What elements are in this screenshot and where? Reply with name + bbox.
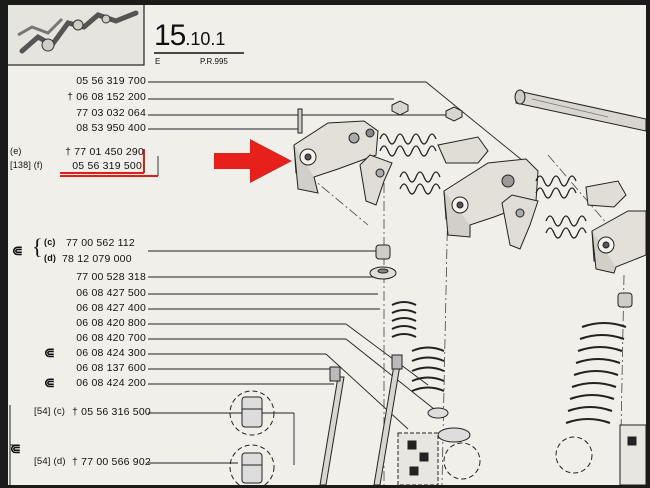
cam-chevron-icon: ⋐ bbox=[12, 243, 23, 258]
part-prefix: (c) bbox=[44, 237, 56, 247]
small-parts bbox=[297, 100, 463, 134]
leader-lines bbox=[60, 81, 529, 465]
cam-chevron-icon: ⋐ bbox=[10, 441, 21, 456]
part-number: 06 08 427 500 bbox=[76, 287, 146, 299]
cam-chevron-icon: ⋐ bbox=[44, 375, 55, 390]
rocker-pedestals bbox=[293, 120, 646, 274]
valve-stack bbox=[369, 244, 471, 443]
part-number: † 77 00 566 902 bbox=[72, 456, 151, 468]
part-number: 77 00 562 112 bbox=[66, 237, 135, 249]
red-arrow-icon bbox=[214, 139, 292, 183]
part-number: 78 12 079 000 bbox=[62, 253, 132, 265]
right-valve-assembly bbox=[565, 292, 633, 424]
cam-chevron-icon: ⋐ bbox=[44, 345, 55, 360]
highlight-bracket bbox=[60, 149, 145, 174]
rocker-arms bbox=[359, 136, 627, 250]
left-margin-marks bbox=[9, 405, 18, 485]
page-code-right: P.R.995 bbox=[200, 57, 228, 66]
rocker-shaft bbox=[514, 89, 646, 132]
part-number: 08 53 950 400 bbox=[76, 122, 146, 134]
exploded-diagram bbox=[8, 5, 646, 485]
page-number-main: 15 bbox=[154, 19, 186, 52]
detail-circles bbox=[229, 390, 593, 485]
page-number-sub: .10.1 bbox=[185, 29, 226, 49]
part-prefix: [54] (c) bbox=[34, 406, 66, 417]
cam-followers bbox=[241, 396, 263, 484]
page-number: 15.10.1 bbox=[154, 19, 225, 53]
brace-icon: { bbox=[32, 234, 43, 259]
part-number: 77 03 032 064 bbox=[76, 107, 146, 119]
part-number: 06 08 424 200 bbox=[76, 377, 146, 389]
part-number: † 06 08 152 200 bbox=[67, 91, 146, 103]
parts-catalog-page: 15.10.1 E P.R.995 05 56 319 700 † 06 08 … bbox=[8, 5, 646, 485]
part-number: 06 08 420 700 bbox=[76, 332, 146, 344]
part-prefix: [54] (d) bbox=[34, 456, 66, 467]
part-number-highlighted: 05 56 319 500 bbox=[72, 160, 142, 172]
part-number: 77 00 528 318 bbox=[76, 271, 146, 283]
part-number: 06 08 424 300 bbox=[76, 347, 146, 359]
part-number: † 77 01 450 290 bbox=[65, 146, 144, 158]
push-rods bbox=[319, 354, 403, 485]
part-prefix: (d) bbox=[44, 253, 57, 263]
shaft-springs bbox=[379, 133, 587, 239]
part-number: 05 56 319 700 bbox=[76, 75, 146, 87]
cylinder-head-detail bbox=[397, 424, 646, 485]
part-number: 06 08 427 400 bbox=[76, 302, 146, 314]
part-number: 06 08 420 800 bbox=[76, 317, 146, 329]
page-code-left: E bbox=[155, 57, 161, 66]
thumbnail-illustration bbox=[8, 5, 145, 66]
part-number: 06 08 137 600 bbox=[76, 362, 146, 374]
part-prefix: [138] (f) bbox=[10, 160, 43, 170]
part-number: † 05 56 316 500 bbox=[72, 406, 151, 418]
part-prefix: (e) bbox=[10, 146, 22, 156]
